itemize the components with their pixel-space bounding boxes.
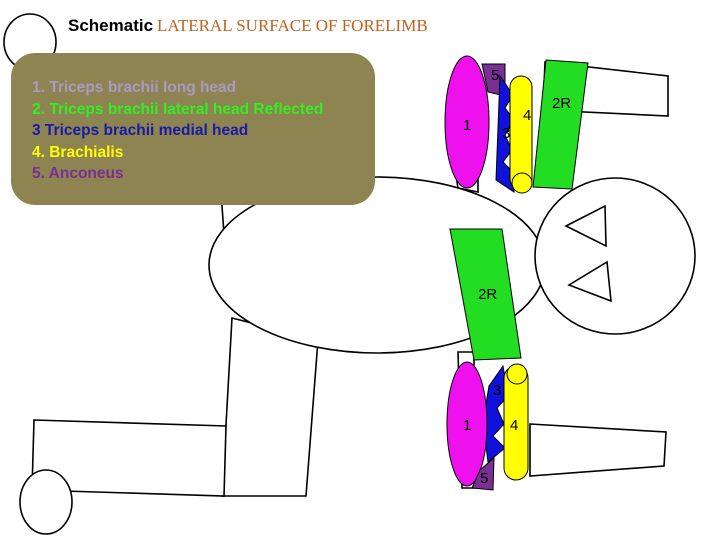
lower-left-circle <box>19 469 73 535</box>
lower-muscle-group <box>446 228 529 491</box>
lower-paw-block <box>31 419 227 497</box>
upper-triangle <box>564 204 607 248</box>
lower-long-head-label: 1 <box>463 417 471 434</box>
lower-lateral-head-shape <box>449 228 522 361</box>
lower-brachialis-cap <box>506 363 528 385</box>
legend-item: 2. Triceps brachii lateral head Reflecte… <box>32 100 324 118</box>
muscle-labels: 5 1 3 4 2R 2R 3 1 4 5 <box>463 67 571 487</box>
upper-lateral-head-label: 2R <box>552 95 571 112</box>
title-lead: Schematic <box>68 16 154 35</box>
upper-lateral-head-shape <box>532 59 589 190</box>
upper-anconeus-label: 5 <box>491 67 499 84</box>
upper-long-head-label: 1 <box>463 117 471 134</box>
legend-item: 3 Triceps brachii medial head <box>32 122 249 139</box>
legend-item: 4. Brachialis <box>32 143 124 161</box>
lower-long-head-shape <box>446 361 488 487</box>
lower-right-arm <box>529 423 667 477</box>
legend-box: 1. Triceps brachii long head 2. Triceps … <box>11 53 375 205</box>
legend-list: 1. Triceps brachii long head 2. Triceps … <box>32 77 323 185</box>
legend-item: 5. Anconeus <box>32 165 124 182</box>
upper-brachialis-label: 4 <box>523 107 531 124</box>
upper-brachialis-cap <box>511 172 533 194</box>
upper-long-head-shape <box>444 55 490 189</box>
lower-lateral-head-label: 2R <box>478 286 497 303</box>
legend-item: 1. Triceps brachii long head <box>32 79 237 96</box>
upper-muscle-group <box>444 55 589 194</box>
lower-triangle <box>567 260 612 303</box>
lower-medial-head-label: 3 <box>493 382 501 399</box>
lower-brachialis-label: 4 <box>510 417 518 434</box>
lower-anconeus-label: 5 <box>480 470 488 487</box>
right-ellipse <box>534 177 696 335</box>
lower-anconeus-shape <box>471 456 495 491</box>
upper-medial-head-label: 3 <box>502 125 510 142</box>
title-subject: LATERAL SURFACE OF FORELIMB <box>157 16 428 35</box>
